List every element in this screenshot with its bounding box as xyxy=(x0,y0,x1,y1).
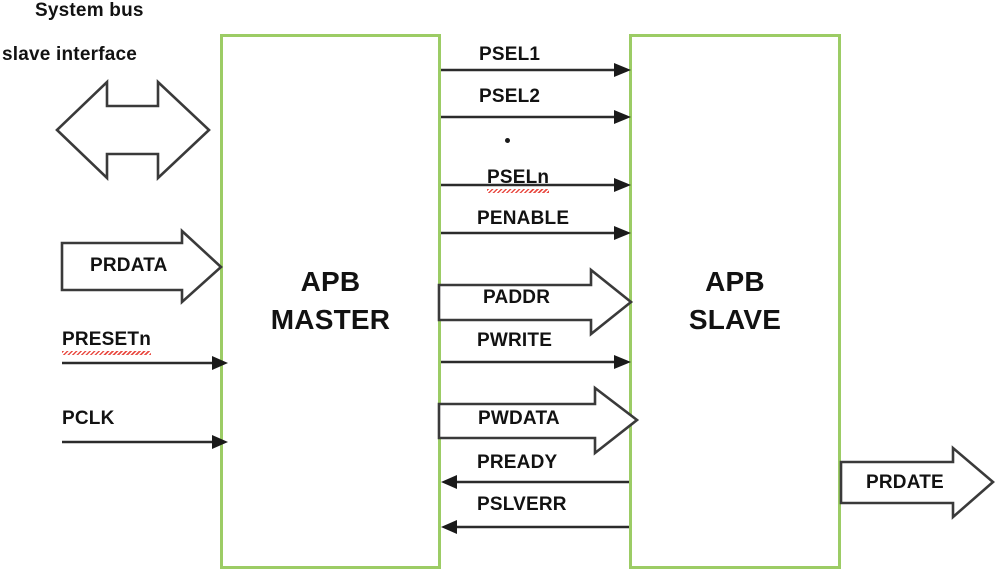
pslverr-arrow xyxy=(441,520,629,534)
apb-slave-label-line1: APB xyxy=(705,266,765,297)
presetn-label: PRESETn xyxy=(62,329,152,355)
diagram-title-line1: System bus xyxy=(35,0,144,21)
pclk-label: PCLK xyxy=(62,408,115,429)
pwrite-arrow xyxy=(441,355,631,369)
apb-slave-box xyxy=(629,34,841,569)
paddr-block-arrow xyxy=(437,267,634,337)
psel1-label: PSEL1 xyxy=(479,44,541,65)
ellipsis-dot-icon xyxy=(505,138,510,143)
penable-arrow xyxy=(441,226,631,240)
apb-master-box xyxy=(220,34,441,569)
apb-master-label-line2: MASTER xyxy=(270,304,391,335)
pslverr-label: PSLVERR xyxy=(477,494,567,515)
paddr-label: PADDR xyxy=(483,287,551,308)
pready-arrow xyxy=(441,475,629,489)
pseln-label: PSELn xyxy=(487,167,550,193)
pclk-arrow xyxy=(62,435,228,449)
pwdata-label: PWDATA xyxy=(478,408,560,429)
presetn-label-text: PRESETn xyxy=(62,329,152,355)
prdate-block-arrow xyxy=(839,445,995,520)
pready-label: PREADY xyxy=(477,452,558,473)
system-bus-double-arrow xyxy=(55,78,211,182)
pseln-arrow xyxy=(441,178,631,192)
penable-label: PENABLE xyxy=(477,208,570,229)
pseln-label-text: PSELn xyxy=(487,167,550,193)
apb-master-label-line1: APB xyxy=(300,266,361,297)
prdata-block-arrow xyxy=(60,228,223,305)
pwrite-label: PWRITE xyxy=(477,330,553,351)
presetn-arrow xyxy=(62,356,228,370)
pwdata-block-arrow xyxy=(437,385,640,456)
prdate-label: PRDATE xyxy=(866,472,944,493)
psel1-arrow xyxy=(441,63,631,77)
prdata-label: PRDATA xyxy=(90,255,168,276)
psel2-label: PSEL2 xyxy=(479,86,541,107)
diagram-title-line2: slave interface xyxy=(2,44,138,65)
psel2-arrow xyxy=(441,110,631,124)
apb-slave-label-line2: SLAVE xyxy=(688,304,782,335)
